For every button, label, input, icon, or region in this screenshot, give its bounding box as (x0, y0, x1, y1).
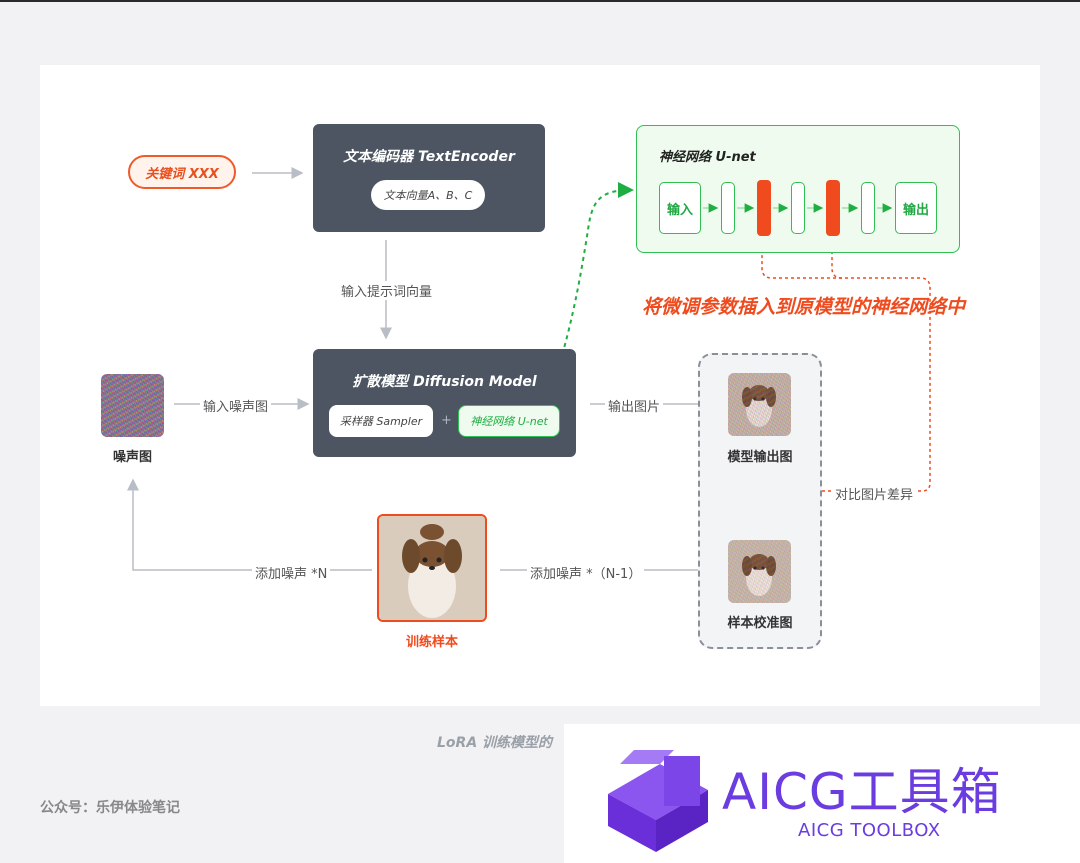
unet-layer-1 (721, 182, 735, 234)
text-encoder-box: 文本编码器 TextEncoder 文本向量A、B、C (313, 124, 545, 232)
model-output-image (728, 373, 791, 436)
compare-loop (822, 232, 931, 492)
text-vector-pill: 文本向量A、B、C (371, 180, 485, 210)
training-sample-image (379, 516, 485, 620)
unet-panel: 神经网络 U-net 输入 输出 (636, 125, 960, 253)
toolbox-watermark: AICG工具箱 AICG TOOLBOX (564, 724, 1080, 863)
compare-loop-left (754, 232, 842, 279)
text-encoder-title: 文本编码器 TextEncoder (343, 149, 515, 165)
unet-panel-title: 神经网络 U-net (659, 150, 756, 165)
training-sample-frame (377, 514, 487, 622)
toolbox-subtitle: AICG TOOLBOX (798, 820, 941, 841)
prompt-vector-label: 输入提示词向量 (338, 281, 436, 300)
toolbox-title: AICG工具箱 (722, 763, 1002, 821)
insert-note: 将微调参数插入到原模型的神经网络中 (642, 296, 966, 318)
unet-input-block: 输入 (659, 182, 701, 234)
model-output-caption: 模型输出图 (727, 450, 793, 465)
noise-input-label: 输入噪声图 (200, 396, 272, 415)
unet-layer-2 (791, 182, 805, 234)
unet-pill: 神经网络 U-net (458, 405, 560, 437)
calibration-image (728, 540, 791, 603)
account-label: 公众号：乐伊体验笔记 (40, 800, 180, 816)
training-sample-caption: 训练样本 (405, 635, 458, 650)
noise-caption: 噪声图 (112, 450, 152, 465)
output-image-label: 输出图片 (605, 396, 664, 415)
unet-layer-3 (861, 182, 875, 234)
sampler-pill: 采样器 Sampler (329, 405, 433, 437)
add-noise-n-arrow (127, 478, 372, 571)
model-output-noise-overlay (728, 373, 791, 436)
lora-layer-2 (826, 180, 840, 236)
calibration-noise-overlay (728, 540, 791, 603)
diffusion-model-title: 扩散模型 Diffusion Model (352, 374, 537, 390)
add-noise-n-label: 添加噪声 *N (252, 563, 331, 582)
diffusion-model-box: 扩散模型 Diffusion Model 采样器 Sampler + 神经网络 … (313, 349, 576, 457)
lora-layer-1 (757, 180, 771, 236)
unet-internal-arrows (703, 203, 893, 213)
calibration-caption: 样本校准图 (727, 616, 793, 631)
plus-sign: + (441, 413, 452, 428)
unet-output-block: 输出 (895, 182, 937, 234)
compare-label: 对比图片差异 (832, 484, 917, 503)
noise-image (101, 374, 164, 437)
add-noise-n1-label: 添加噪声 *（N-1） (527, 563, 645, 582)
figure-caption: LoRA 训练模型的 (437, 735, 553, 751)
keyword-pill: 关键词 XXX (128, 155, 236, 189)
top-border (0, 0, 1080, 2)
toolbox-logo-icon (608, 750, 708, 852)
